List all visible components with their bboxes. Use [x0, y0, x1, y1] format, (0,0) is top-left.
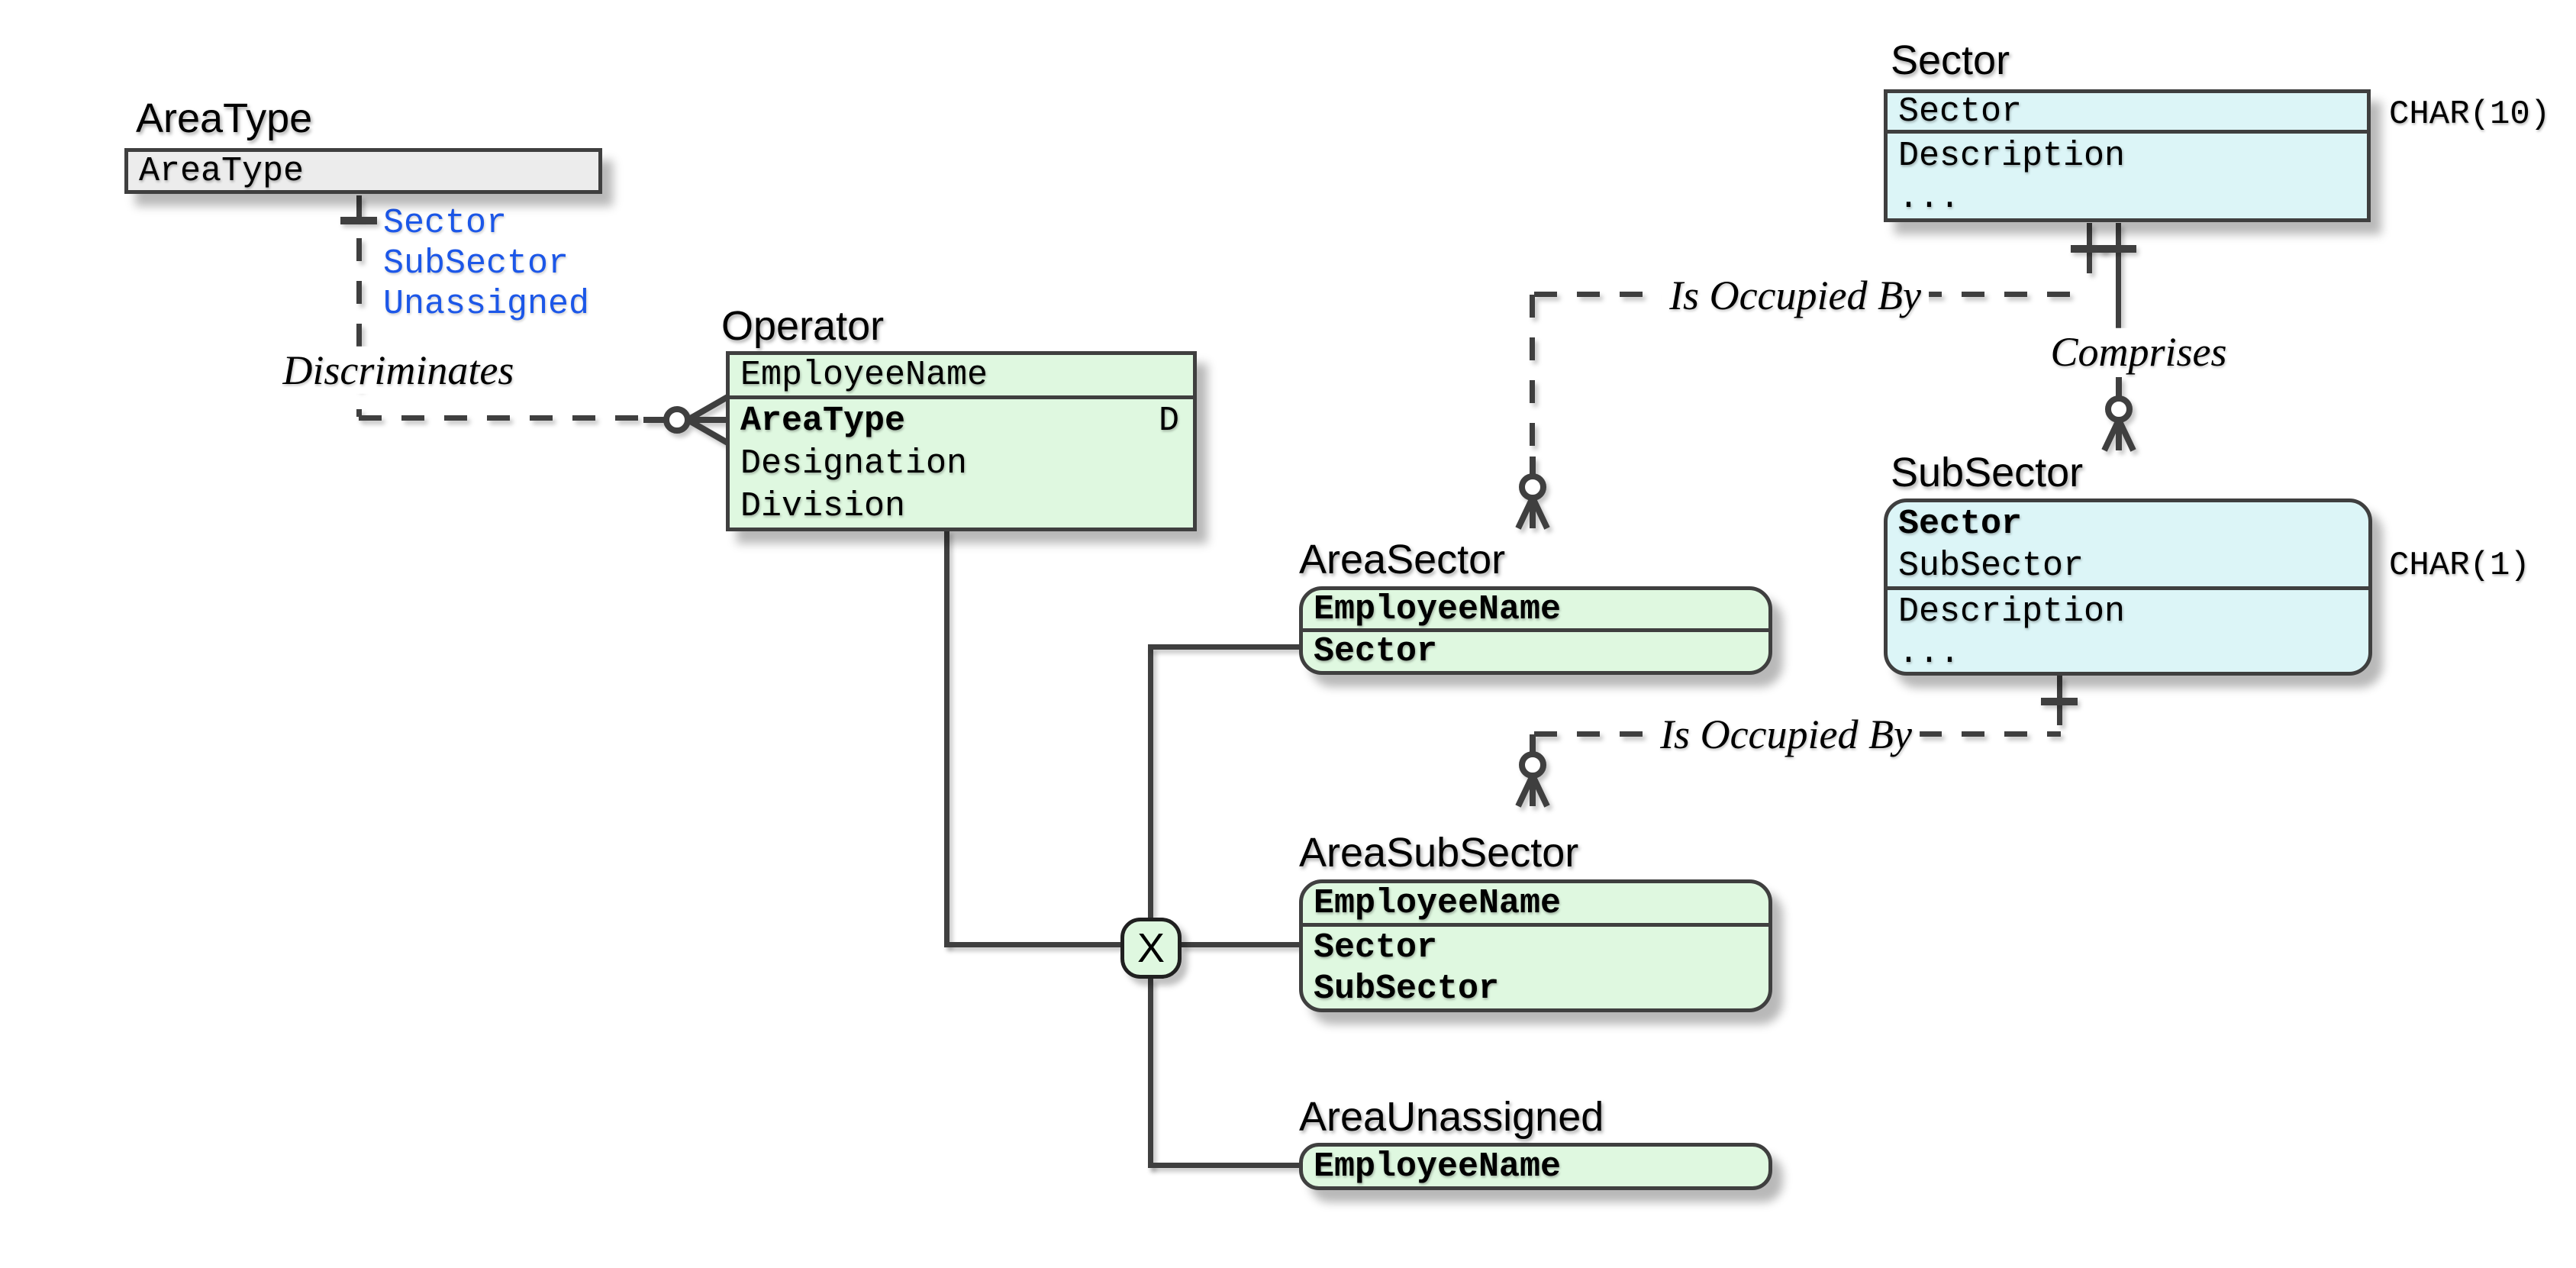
field-row: Sector [1888, 92, 2367, 134]
entity-box: EmployeeName AreaType D Designation Divi… [726, 351, 1197, 531]
crow-foot-zero-many-down-icon [1515, 734, 1550, 808]
xor-areasector-line-horizontal [1148, 644, 1301, 650]
field-row: Sector [1314, 928, 1438, 967]
discriminates-label: Discriminates [275, 346, 522, 394]
field-row: Description [1898, 592, 2126, 631]
field-row: Description [1898, 136, 2126, 176]
comprises-line-upper [2116, 223, 2121, 328]
field-row: Sector [1898, 505, 2023, 544]
one-tick-icon [2100, 245, 2136, 253]
operator-xor-line-vertical [944, 530, 949, 946]
field-row: ... [1898, 179, 1961, 218]
entity-box: EmployeeName Sector [1299, 586, 1772, 675]
xor-areaunassigned-line-vertical [1148, 979, 1153, 1168]
field-label: AreaType [740, 401, 906, 440]
entity-title: SubSector [1891, 450, 2084, 495]
is-occupied-by-sector-label: Is Occupied By [1662, 271, 1929, 319]
discriminator-value-subsector: SubSector [383, 244, 569, 283]
discriminates-line-vertical [356, 195, 362, 417]
field-row: EmployeeName [1314, 1147, 1562, 1186]
field-row: Designation [740, 444, 968, 483]
discriminator-value-sector: Sector [383, 204, 508, 243]
one-tick-icon [2071, 245, 2107, 253]
discriminator-tag: D [1158, 401, 1179, 440]
xor-areaunassigned-line-horizontal [1148, 1163, 1301, 1168]
entity-box: EmployeeName Sector SubSector [1299, 879, 1772, 1012]
is-occupied-by-subsector-label: Is Occupied By [1652, 710, 1920, 758]
occupied-by-sector-line-vertical [1530, 295, 1535, 458]
crow-foot-zero-many-right-icon [643, 393, 730, 447]
field-row: Division [740, 486, 906, 526]
entity-box: AreaType [124, 148, 602, 194]
field-row: AreaType D [730, 399, 1193, 442]
discriminates-line-horizontal [359, 415, 645, 421]
type-annotation: CHAR(1) [2389, 547, 2530, 585]
field-row: SubSector [1888, 546, 2368, 590]
entity-box: EmployeeName [1299, 1143, 1772, 1190]
field-row: ... [1898, 633, 1961, 673]
xor-junction-box: X [1120, 918, 1182, 979]
one-tick-icon [340, 217, 377, 224]
xor-areasubsector-line [1182, 942, 1301, 947]
entity-title: AreaSubSector [1299, 830, 1579, 876]
operator-xor-line-horizontal [944, 942, 1120, 947]
field-row: Sector [1314, 632, 1438, 671]
entity-title: AreaSector [1299, 537, 1506, 582]
entity-title: Operator [721, 303, 885, 349]
entity-title: AreaUnassigned [1299, 1094, 1604, 1140]
xor-junction-label: X [1136, 925, 1165, 971]
one-tick-icon [2041, 698, 2078, 705]
comprises-label: Comprises [2042, 327, 2235, 376]
type-annotation: CHAR(10) [2389, 95, 2551, 134]
crow-foot-zero-many-down-icon [1515, 457, 1550, 530]
field-row: AreaType [139, 151, 305, 191]
discriminator-values: Sector SubSector Unassigned [383, 203, 589, 324]
field-row: EmployeeName [1303, 590, 1768, 632]
discriminator-value-unassigned: Unassigned [383, 285, 590, 324]
field-row: EmployeeName [730, 355, 1193, 399]
xor-areasector-line-vertical [1148, 647, 1153, 921]
crow-foot-zero-many-down-icon [2101, 377, 2136, 452]
entity-box: Sector SubSector Description ... [1884, 498, 2372, 676]
field-row: SubSector [1314, 969, 1500, 1008]
field-row: EmployeeName [1303, 883, 1768, 927]
entity-box: Sector Description ... [1884, 89, 2371, 222]
entity-title: Sector [1891, 37, 2010, 83]
entity-title: AreaType [136, 95, 313, 141]
